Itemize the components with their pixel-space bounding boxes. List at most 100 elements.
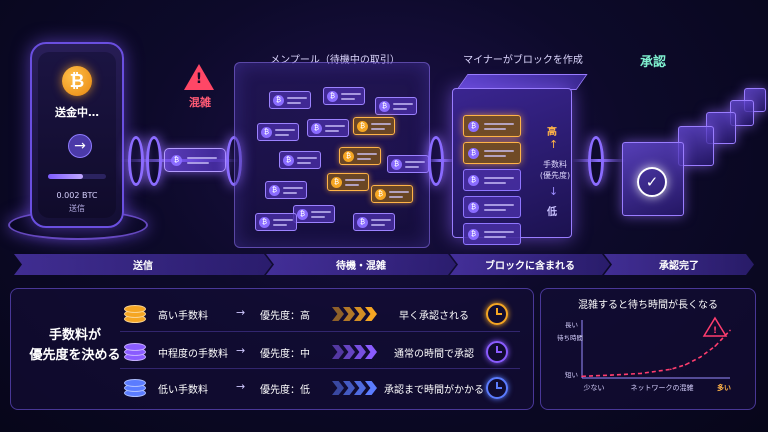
phone-screen: ₿ 送金中… → 0.002 BTC 送信 [38, 52, 116, 218]
clock-hand [496, 382, 498, 389]
flow-ring [588, 136, 604, 186]
clock-hand [496, 346, 498, 353]
wait-time-point [729, 329, 731, 332]
priority-low-label: 低 [547, 207, 557, 218]
chevron-right-icon [354, 381, 366, 395]
arrow-right-icon: → [236, 380, 246, 393]
tx-line [393, 103, 413, 105]
tx-line [484, 231, 514, 233]
tx-line [389, 191, 409, 193]
tx-line [311, 216, 325, 218]
tx-line [345, 179, 365, 181]
warning-exclamation: ! [195, 71, 203, 87]
approval-title: 承認 [640, 55, 667, 70]
x-tick-label: 少ない [584, 384, 605, 392]
phone-sublabel: 送信 [69, 204, 85, 213]
tx-line [484, 236, 506, 238]
mempool-transaction: ₿ [327, 173, 369, 191]
coin-layer [124, 379, 146, 387]
tx-line [484, 123, 514, 125]
mempool-transaction: ₿ [353, 213, 395, 231]
tx-line [273, 219, 293, 221]
wait-time-point [684, 363, 687, 366]
mempool-title: メンプール（待機中の取引） [270, 55, 400, 66]
block-slot-low-fee: ₿ [463, 169, 521, 191]
tx-line [389, 196, 403, 198]
chart-title: 混雑すると待ち時間が長くなる [578, 300, 718, 311]
tx-line [325, 130, 339, 132]
send-progress-fill [48, 174, 83, 179]
confirmation-speed-label: 承認まで時間がかかる [384, 385, 484, 396]
mempool-transaction: ₿ [257, 123, 299, 141]
fee-row-low: 低い手数料→優先度：低承認まで時間がかかる [120, 372, 520, 404]
mempool-transaction: ₿ [353, 117, 395, 135]
bitcoin-icon: ₿ [171, 155, 182, 166]
approved-block: ✓ [622, 142, 684, 216]
tx-line [345, 184, 359, 186]
step-waiting: 待機・混雑 [266, 254, 456, 275]
tx-line [484, 177, 514, 179]
mempool-transaction: ₿ [387, 155, 429, 173]
warning-triangle-icon [702, 316, 728, 337]
chevron-right-icon [354, 307, 366, 321]
step-send: 送信 [14, 254, 272, 275]
bitcoin-icon: ₿ [62, 66, 92, 96]
coin-layer [124, 343, 146, 351]
block-slot-low-fee: ₿ [463, 223, 521, 245]
row-divider [120, 331, 520, 332]
congestion-wait-chart: !長い短い待ち時間少ないネットワークの混雑多い [557, 316, 731, 392]
wait-time-point [581, 375, 583, 378]
bitcoin-icon: ₿ [468, 148, 479, 159]
y-tick-label: 長い [565, 321, 578, 329]
tx-line [297, 157, 317, 159]
bitcoin-icon: ₿ [283, 155, 294, 166]
arrow-down-icon: ↓ [549, 185, 559, 198]
coin-layer [124, 305, 146, 313]
bitcoin-icon: ₿ [468, 121, 479, 132]
fee-row-mid: 中程度の手数料→優先度：中通常の時間で承認 [120, 336, 520, 368]
wait-time-line [581, 329, 731, 378]
send-arrow-button[interactable]: → [68, 134, 92, 158]
priority-axis-label: 手数料 (優先度) [539, 160, 571, 180]
tx-line [484, 128, 506, 130]
tx-line [484, 155, 506, 157]
step-confirmed: 承認完了 [604, 254, 754, 275]
warning-triangle-icon [184, 64, 214, 90]
chevron-right-icon [332, 381, 344, 395]
clock-icon [486, 377, 508, 399]
tx-line [405, 166, 419, 168]
flow-ring [146, 136, 162, 186]
tx-line [187, 157, 217, 159]
tx-line [371, 128, 385, 130]
mempool-transaction: ₿ [265, 181, 307, 199]
congestion-chart-panel [540, 288, 756, 410]
tx-line [371, 224, 385, 226]
checkmark-icon: ✓ [637, 167, 667, 197]
chevron-right-icon [343, 345, 355, 359]
tx-line [371, 123, 391, 125]
coin-stack-icon [124, 303, 146, 325]
tx-line [287, 102, 301, 104]
fee-panel-heading: 手数料が 優先度を決める [29, 328, 121, 363]
wait-time-point [610, 374, 613, 376]
chevron-right-icon [365, 307, 377, 321]
arrow-right-icon: → [236, 306, 246, 319]
tx-line [275, 129, 295, 131]
mempool-transaction: ₿ [371, 185, 413, 203]
chain-block [678, 126, 714, 166]
priority-level-label: 優先度：中 [260, 349, 310, 360]
coin-stack-icon [124, 341, 146, 363]
tx-line [341, 98, 355, 100]
flow-ring [428, 136, 444, 186]
priority-high-label: 高 [547, 127, 557, 138]
bitcoin-icon: ₿ [273, 95, 284, 106]
bitcoin-icon: ₿ [391, 159, 402, 170]
y-axis-label: 待ち時間 [557, 333, 583, 342]
flow-ring [128, 136, 144, 186]
fee-row-high: 高い手数料→優先度：高早く承認される [120, 298, 520, 330]
speed-chevrons [332, 345, 380, 359]
tx-line [484, 150, 514, 152]
bitcoin-icon: ₿ [357, 121, 368, 132]
chevron-right-icon [332, 307, 344, 321]
clock-hand [496, 308, 498, 315]
